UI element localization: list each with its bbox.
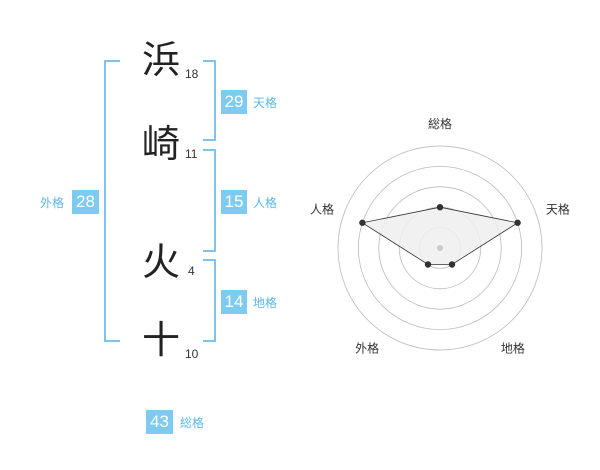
- radar-axis-label-2: 天格: [546, 202, 570, 217]
- stroke-count-4: 10: [185, 347, 199, 361]
- stroke-count-2: 11: [185, 147, 198, 161]
- gaikaku-bracket: [104, 60, 120, 342]
- chikaku-bracket: [203, 259, 216, 342]
- name-char-2: 崎: [142, 122, 181, 166]
- radar-point-1: [436, 204, 444, 211]
- chikaku-value: 14: [221, 290, 247, 314]
- radar-point-4: [424, 261, 432, 268]
- radar-ring: [337, 145, 543, 351]
- jinkaku-value: 15: [221, 190, 247, 214]
- radar-axis-label-3: 地格: [501, 340, 525, 355]
- stroke-count-3: 4: [188, 264, 195, 278]
- soukaku-label: 総格: [180, 416, 205, 430]
- radar-ring: [378, 186, 502, 310]
- radar-point-2: [514, 219, 521, 226]
- tenkaku-value: 29: [221, 90, 247, 114]
- name-char-4: 十: [142, 318, 181, 362]
- chikaku-label: 地格: [253, 296, 278, 310]
- tenkaku-bracket: [203, 60, 216, 141]
- soukaku-value: 43: [146, 410, 173, 434]
- radar-ring: [358, 166, 522, 330]
- gaikaku-label: 外格: [40, 196, 65, 210]
- name-char-3: 火: [142, 240, 181, 284]
- radar-axis-label-1: 総格: [428, 116, 452, 131]
- radar-axis-label-4: 外格: [355, 340, 379, 355]
- radar-center: [437, 245, 443, 251]
- radar-point-3: [448, 261, 456, 268]
- radar-point-5: [359, 219, 366, 226]
- stroke-count-1: 18: [185, 67, 199, 81]
- radar-polygon: [361, 206, 519, 265]
- name-char-1: 浜: [142, 38, 181, 82]
- jinkaku-bracket: [203, 149, 216, 252]
- gaikaku-value: 28: [72, 190, 99, 214]
- radar-axis-label-5: 人格: [310, 202, 334, 217]
- jinkaku-label: 人格: [253, 196, 278, 210]
- tenkaku-label: 天格: [253, 96, 278, 110]
